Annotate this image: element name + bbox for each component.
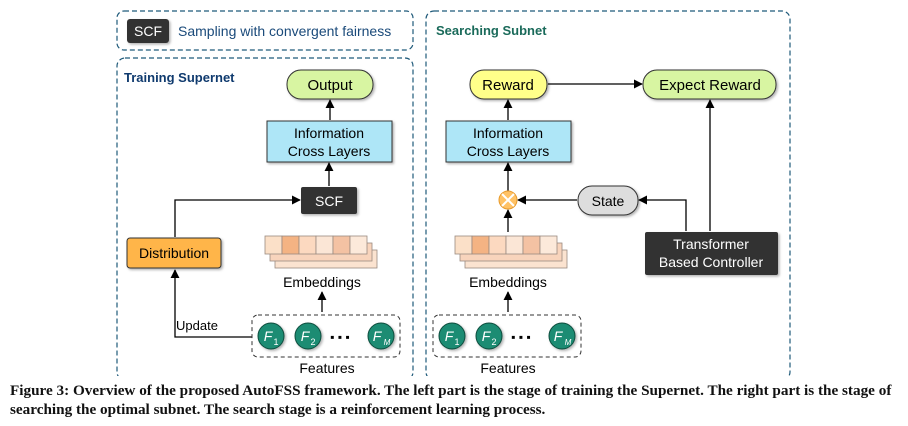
searching-subnet-title: Searching Subnet [436, 23, 547, 38]
left-panel: SCF Sampling with convergent fairness Tr… [116, 10, 414, 376]
left-embeddings-label: Embeddings [283, 274, 361, 290]
distribution-label: Distribution [139, 245, 209, 261]
scf-node [301, 187, 357, 214]
right-feature-f1: F 1 [438, 322, 466, 350]
svg-text:2: 2 [491, 337, 496, 347]
output-label: Output [307, 77, 353, 94]
framework-diagram: SCF Sampling with convergent fairness Tr… [116, 10, 791, 376]
right-features-group [432, 314, 582, 358]
reward-node [469, 69, 548, 100]
expect-reward-label: Expect Reward [659, 77, 761, 94]
svg-text:1: 1 [273, 337, 278, 347]
update-label: Update [176, 318, 218, 333]
right-icl-line2: Cross Layers [467, 143, 549, 159]
output-node [286, 69, 374, 100]
left-features-label: Features [299, 360, 354, 376]
left-features-ellipsis: ▪ ▪ ▪ [330, 330, 349, 344]
svg-text:F: F [554, 328, 564, 344]
left-icl-line1: Information [294, 125, 364, 141]
legend-scf-abbr: SCF [134, 23, 162, 39]
distribution-node [126, 237, 222, 269]
reward-label: Reward [482, 77, 534, 94]
svg-text:M: M [384, 338, 391, 347]
right-icl-line1: Information [473, 125, 543, 141]
state-node [577, 185, 639, 216]
svg-text:1: 1 [454, 337, 459, 347]
training-supernet-title: Training Supernet [124, 70, 235, 85]
right-features-label: Features [480, 360, 535, 376]
legend-scf-badge [127, 19, 169, 43]
right-embeddings-stack [454, 235, 568, 269]
arrow-distribution-to-scf [174, 195, 301, 237]
right-panel: Searching Subnet Reward Expect Reward In… [425, 10, 791, 376]
training-supernet-panel [116, 57, 414, 376]
right-icl-node [445, 120, 572, 163]
left-icl-node [266, 120, 393, 163]
scf-label: SCF [315, 193, 343, 209]
state-label: State [592, 193, 625, 209]
svg-text:F: F [301, 328, 311, 344]
left-feature-f1: F 1 [257, 322, 285, 350]
left-feature-fm: F M [367, 322, 395, 350]
arrow-update [170, 269, 252, 338]
controller-node [645, 232, 778, 275]
svg-text:F: F [373, 328, 383, 344]
searching-subnet-panel [425, 10, 791, 376]
svg-text:F: F [264, 328, 274, 344]
arrow-controller-to-state [638, 195, 687, 231]
right-feature-f2: F 2 [475, 322, 503, 350]
svg-text:2: 2 [310, 337, 315, 347]
svg-text:F: F [482, 328, 492, 344]
left-icl-line2: Cross Layers [288, 143, 370, 159]
expect-reward-node [642, 69, 777, 100]
multiply-icon [498, 190, 518, 210]
right-features-ellipsis: ▪ ▪ ▪ [511, 330, 530, 344]
legend-description: Sampling with convergent fairness [178, 23, 391, 39]
svg-text:M: M [565, 338, 572, 347]
left-features-group [251, 314, 401, 358]
controller-line1: Transformer [673, 236, 749, 252]
svg-text:F: F [445, 328, 455, 344]
controller-line2: Based Controller [659, 254, 764, 270]
left-embeddings-stack [264, 235, 378, 269]
figure-caption: Figure 3: Overview of the proposed AutoF… [10, 382, 892, 418]
left-feature-f2: F 2 [294, 322, 322, 350]
right-feature-fm: F M [548, 322, 576, 350]
legend-box [116, 10, 414, 51]
right-embeddings-label: Embeddings [469, 274, 547, 290]
